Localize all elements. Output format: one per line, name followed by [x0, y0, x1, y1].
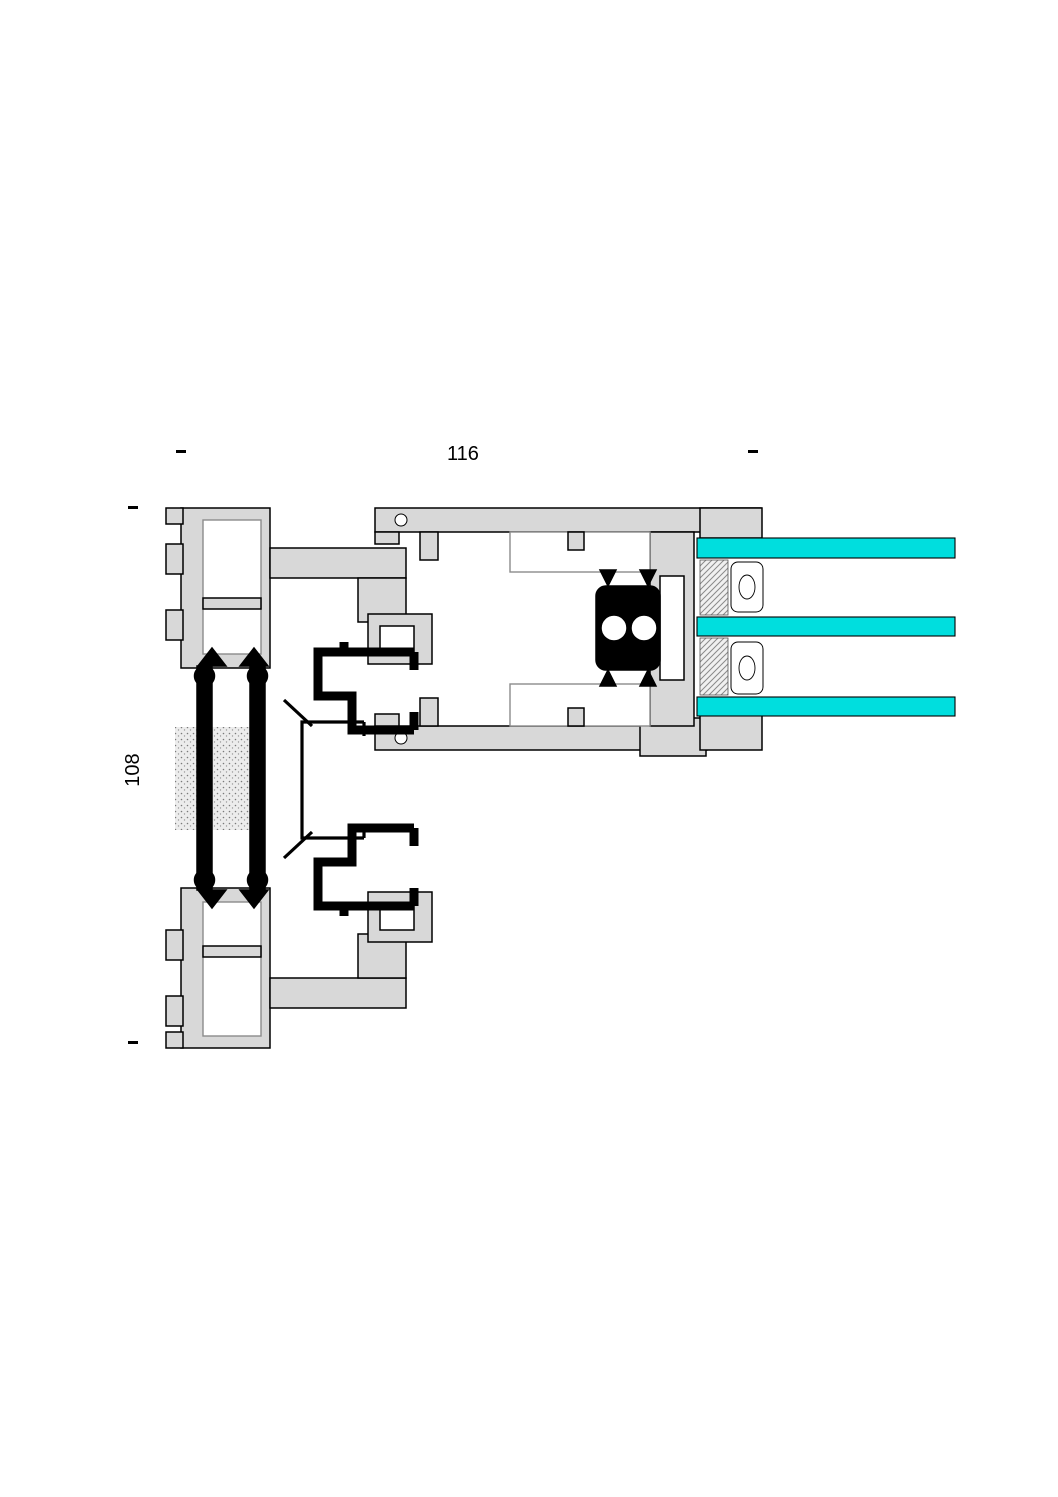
upper-profile-tab: [165, 609, 184, 641]
dimension-tick: [176, 450, 186, 453]
sash-upper-bracket: [313, 642, 419, 735]
insulation-foam: [175, 727, 263, 830]
dimension-tick: [128, 1041, 138, 1044]
glazing-spacer-profile: [730, 561, 764, 613]
thermal-break-bulb: [246, 665, 269, 687]
left-frame-lower-profile: [165, 887, 271, 1049]
spacer-inner-detail: [738, 574, 756, 600]
connector-screw-port: [600, 614, 628, 642]
lower-profile-tab: [165, 995, 184, 1027]
glazing-unit: [696, 537, 956, 717]
dimension-width-label: 116: [447, 443, 479, 465]
upper-profile-tab: [165, 543, 184, 575]
glass-pane-middle: [696, 616, 956, 637]
wedge-gasket: [196, 889, 228, 910]
glass-pane-inner: [696, 696, 956, 717]
connector-screw-port: [630, 614, 658, 642]
head-thermal-break-connector: [595, 569, 661, 687]
upper-profile-web: [202, 597, 262, 610]
upper-glazing-arm: [269, 547, 433, 665]
glass-pane-outer: [696, 537, 956, 559]
gaskets-thermal-breaks: [193, 569, 661, 910]
thermal-break-bulb: [193, 665, 216, 687]
lower-profile-tab: [165, 929, 184, 961]
chamber-tab: [567, 531, 585, 551]
glazing-bead-bottom: [699, 713, 763, 751]
dimension-height-label: 108: [122, 753, 144, 786]
connector-gasket: [638, 569, 658, 588]
dimension-tick: [128, 506, 138, 509]
glazing-spacer-hatch: [699, 637, 729, 696]
head-right-chamber: [659, 575, 685, 681]
thermal-break-bar: [249, 665, 266, 891]
wedge-gasket: [196, 646, 228, 667]
sash-lower-bracket: [313, 823, 419, 916]
connector-gasket: [638, 668, 658, 687]
upper-profile-step: [165, 507, 184, 525]
head-frame-profile: [374, 507, 763, 757]
thermal-break-bulb: [246, 869, 269, 891]
thermal-break-bulb: [193, 869, 216, 891]
connector-body: [595, 585, 661, 671]
wedge-gasket: [238, 889, 270, 910]
arm-horizontal: [269, 977, 407, 1009]
left-frame-upper-profile: [165, 507, 271, 669]
screw-channel: [394, 513, 408, 527]
glazing-spacer-hatch: [699, 559, 729, 616]
head-bottom-stub: [374, 713, 400, 727]
sash-profiles: [282, 642, 419, 916]
latch-diagonal: [282, 830, 314, 860]
connector-gasket: [598, 569, 618, 588]
head-lower-chamber: [509, 683, 651, 727]
lower-profile-step: [165, 1031, 184, 1049]
aluminum-profiles: [165, 507, 763, 1049]
dimension-width: 116: [176, 443, 758, 465]
wedge-gasket: [238, 646, 270, 667]
dimension-tick: [748, 450, 758, 453]
arm-horizontal: [269, 547, 407, 579]
upper-profile-chamber: [202, 519, 262, 655]
sash-u-channel: [300, 720, 366, 840]
glass-panes: [696, 537, 956, 717]
lower-profile-web: [202, 945, 262, 958]
glazing-spacer-profile: [730, 641, 764, 695]
dimension-height: 108: [122, 506, 144, 1044]
glazing-bead-top: [699, 507, 763, 539]
chamber-tab: [567, 707, 585, 727]
thermal-break-bar: [196, 665, 213, 891]
screw-boss: [419, 697, 439, 727]
lower-profile-chamber: [202, 901, 262, 1037]
head-top-stub: [374, 531, 400, 545]
spacer-inner-detail: [738, 655, 756, 681]
latch-diagonal: [282, 698, 314, 728]
screw-boss: [419, 531, 439, 561]
connector-gasket: [598, 668, 618, 687]
